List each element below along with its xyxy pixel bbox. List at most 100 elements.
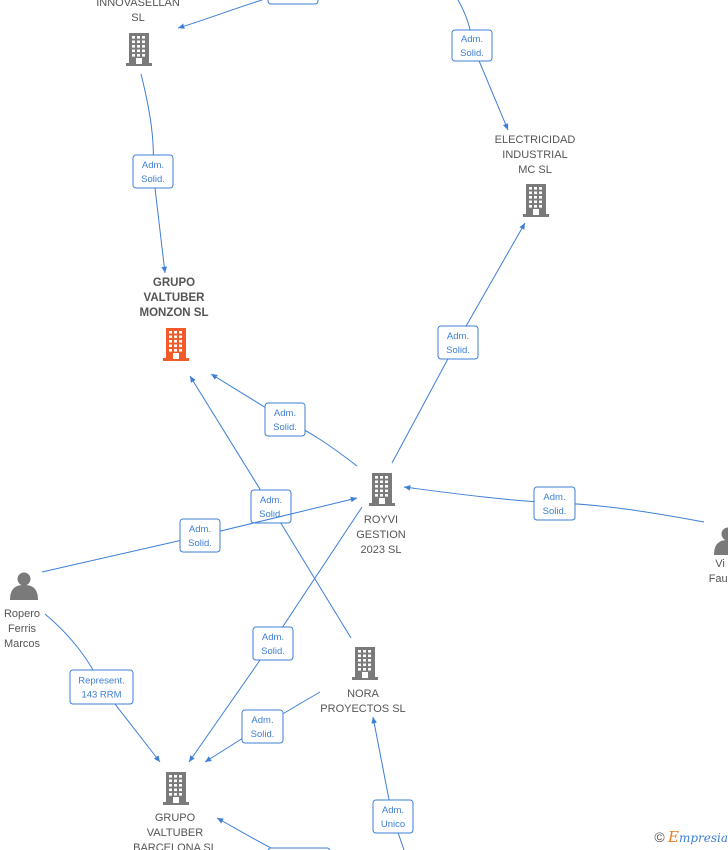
- edge-label[interactable]: Adm. Solid.: [241, 709, 284, 744]
- edge-label-text: Adm.: [189, 524, 211, 535]
- node-electricidad[interactable]: ELECTRICIDAD INDUSTRIAL MC SL: [495, 134, 576, 217]
- node-valtuber-monzon[interactable]: GRUPO VALTUBER MONZON SL: [140, 277, 209, 361]
- edge-label-text: Solid.: [251, 729, 275, 740]
- copyright-symbol: ©: [654, 829, 665, 845]
- building-icon: [163, 328, 189, 361]
- edge-label-text: Adm.: [447, 331, 469, 342]
- node-vi-faur[interactable]: ViFaur: [709, 527, 728, 586]
- edge-royvi-monzon: Adm. Solid.: [210, 373, 358, 467]
- node-label: GRUPO: [155, 812, 196, 824]
- node-label: GESTION: [356, 529, 406, 541]
- edge-label-box: [267, 0, 319, 5]
- edge-label-box: [241, 709, 284, 744]
- edge-royvi-electricidad: Adm. Solid.: [391, 222, 526, 464]
- edge-ropero-royvi: Adm. Solid.: [41, 496, 358, 573]
- edge-label[interactable]: Adm. Solid.: [252, 626, 294, 661]
- node-label: Faur: [709, 573, 728, 585]
- edge-label-box: [179, 518, 221, 553]
- edge-innova-monzon: Adm. Solid.: [132, 73, 174, 274]
- person-icon: [714, 527, 728, 555]
- node-label: BARCELONA SL: [133, 842, 217, 850]
- edge-label-text: Adm.: [251, 715, 273, 726]
- edge-label-text: Adm.: [274, 408, 296, 419]
- edge-label-box: [372, 799, 414, 834]
- edge-label-text: 143 RRM: [81, 690, 121, 701]
- edge-bottom-barcelona: [216, 817, 331, 850]
- edge-vifaur-royvi: Adm. Solid.: [403, 485, 705, 523]
- edge-label-text: Solid.: [273, 422, 297, 433]
- edge-nora-monzon: Adm. Solid.: [189, 375, 352, 639]
- edge-label-text: Solid.: [259, 509, 283, 520]
- edge-label[interactable]: Adm. Solid.: [250, 489, 292, 524]
- building-icon: [369, 473, 395, 506]
- edge-label[interactable]: Adm. Solid.: [132, 154, 174, 189]
- edge-top-innova: [177, 0, 319, 29]
- edge-label-text: Adm.: [543, 492, 565, 503]
- edge-label-text: Solid.: [188, 538, 212, 549]
- node-label: MC SL: [518, 164, 552, 176]
- edge-label[interactable]: Adm.Solid.: [451, 29, 493, 62]
- node-label: NORA: [347, 688, 379, 700]
- edge-line: [177, 0, 263, 29]
- edge-label-text: Solid.: [446, 345, 470, 356]
- edge-label-box: [132, 154, 174, 189]
- node-label: Ropero: [4, 608, 40, 620]
- node-label: MONZON SL: [140, 307, 209, 319]
- node-valtuber-barcelona[interactable]: GRUPO VALTUBER BARCELONA SL: [133, 772, 217, 850]
- edge-label-text: Solid.: [543, 506, 567, 517]
- edge-label-text: Adm.: [260, 495, 282, 506]
- edge-top-electricidad: Adm.Solid.: [451, 0, 509, 131]
- node-label: PROYECTOS SL: [320, 703, 405, 715]
- edge-label-text: Solid.: [141, 174, 165, 185]
- edge-label-box: [451, 29, 493, 62]
- edge-ropero-barcelona: Represent. 143 RRM: [44, 613, 161, 763]
- edge-label[interactable]: Adm.Unico: [372, 799, 414, 834]
- node-label: INNOVASELLAN: [96, 0, 180, 9]
- edge-label[interactable]: Represent. 143 RRM: [69, 669, 134, 705]
- edge-label-box: [69, 669, 134, 705]
- node-label: ROYVI: [364, 514, 398, 526]
- brand-initial: E: [667, 828, 679, 846]
- edge-label[interactable]: Adm. Solid.: [264, 402, 306, 437]
- building-icon: [352, 647, 378, 680]
- node-label: INDUSTRIAL: [502, 149, 567, 161]
- empresia-watermark: © Empresia: [654, 828, 728, 846]
- edge-label[interactable]: Adm. Solid.: [533, 486, 576, 521]
- edge-royvi-barcelona: Adm. Solid.: [188, 506, 363, 763]
- node-label: ELECTRICIDAD: [495, 134, 576, 146]
- node-innovasellan[interactable]: INNOVASELLAN SL: [96, 0, 180, 66]
- node-label: 2023 SL: [361, 544, 402, 556]
- node-label: VALTUBER: [144, 292, 206, 304]
- edge-label[interactable]: [267, 0, 319, 5]
- building-icon: [126, 33, 152, 66]
- edge-label-text: Adm.: [461, 34, 483, 45]
- node-label: VALTUBER: [147, 827, 203, 839]
- edge-label-box: [533, 486, 576, 521]
- node-label: Marcos: [4, 638, 41, 650]
- node-nora[interactable]: NORA PROYECTOS SL: [320, 647, 406, 715]
- edge-line: [216, 817, 276, 850]
- edge-label[interactable]: Adm. Solid.: [179, 518, 221, 553]
- node-label: SL: [131, 12, 144, 24]
- edge-label-box: [264, 402, 306, 437]
- node-royvi[interactable]: ROYVI GESTION 2023 SL: [356, 473, 406, 556]
- node-label: GRUPO: [153, 277, 195, 289]
- edge-line: [457, 0, 509, 131]
- edge-bottom-nora: Adm.Unico: [371, 716, 414, 850]
- edge-label-text: Unico: [381, 819, 405, 830]
- brand-name: mpresia: [678, 831, 728, 845]
- building-icon: [523, 184, 549, 217]
- edge-label-text: Solid.: [261, 646, 285, 657]
- person-icon: [10, 572, 38, 600]
- node-label: Vi: [715, 558, 725, 570]
- edge-label-box: [252, 626, 294, 661]
- edge-label-text: Adm.: [262, 632, 284, 643]
- edge-label-box: [437, 325, 479, 360]
- edge-label-box: [250, 489, 292, 524]
- edge-label-text: Adm.: [142, 160, 164, 171]
- edge-nora-barcelona: Adm. Solid.: [204, 691, 321, 763]
- edge-label[interactable]: Adm. Solid.: [437, 325, 479, 360]
- edge-label-text: Represent.: [78, 676, 124, 687]
